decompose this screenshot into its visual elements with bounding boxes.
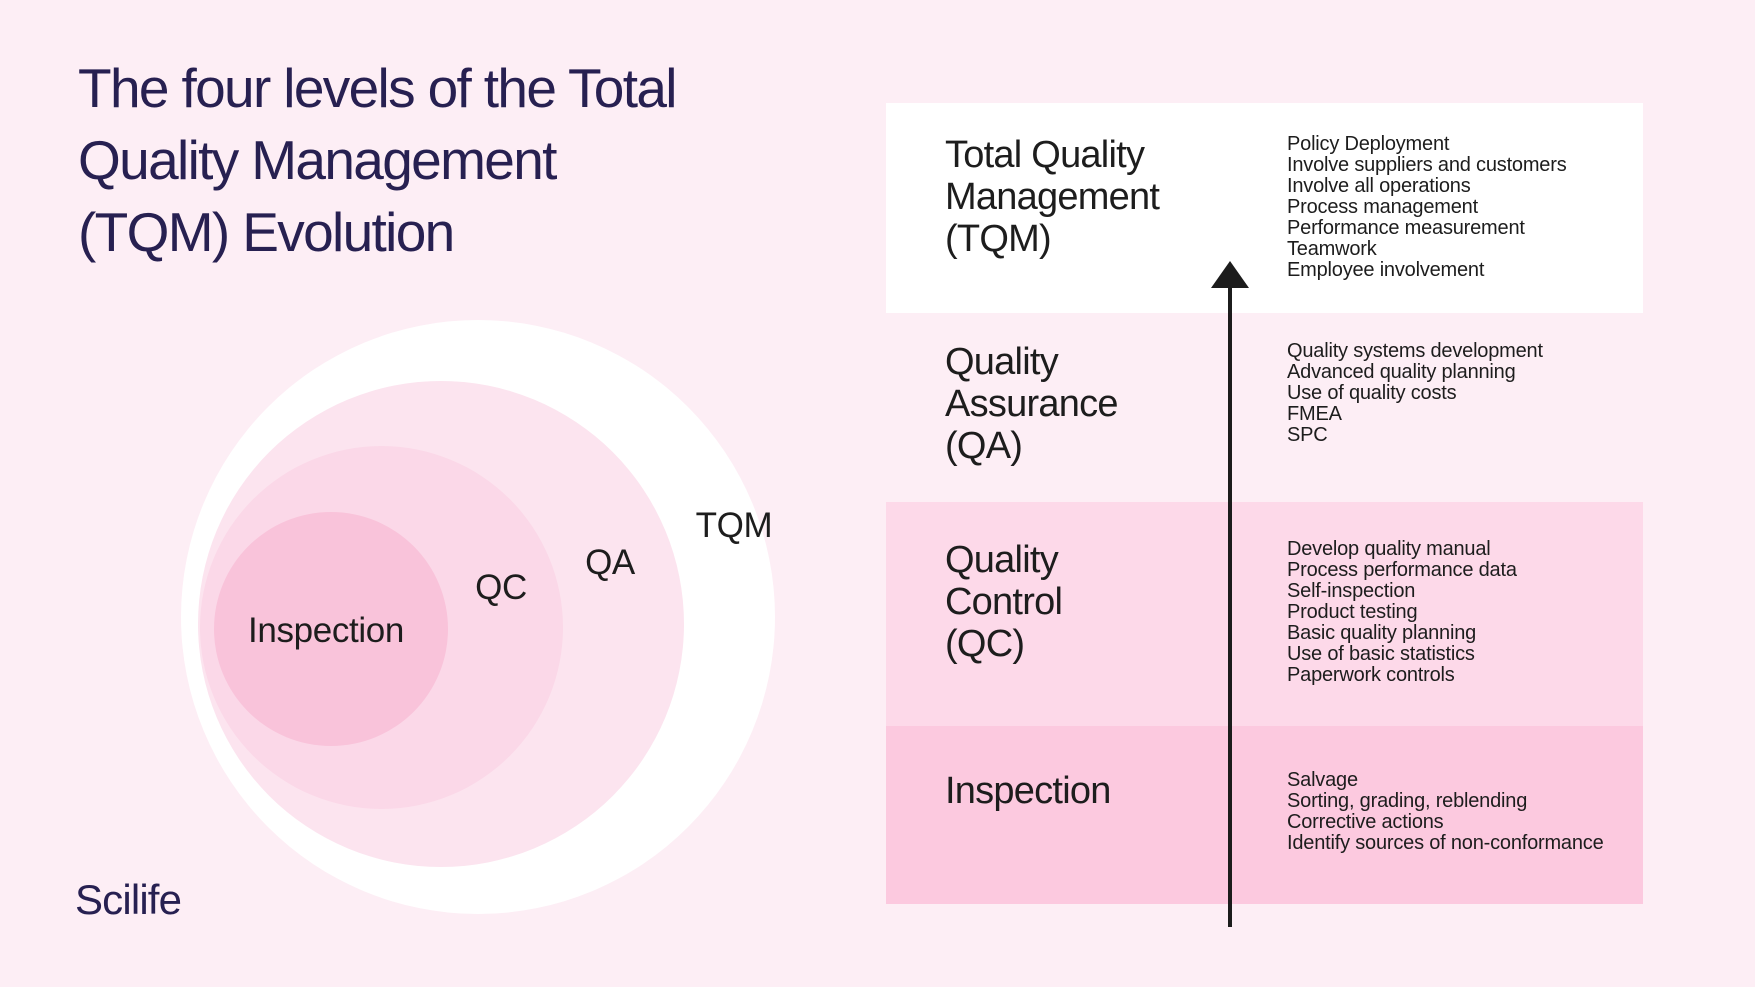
row-item: Process performance data bbox=[1287, 559, 1517, 581]
row-item: Process management bbox=[1287, 196, 1478, 218]
row-item: Paperwork controls bbox=[1287, 664, 1455, 686]
row-title-line: Total Quality bbox=[945, 134, 1145, 176]
row-title-line: Inspection bbox=[945, 770, 1111, 812]
row-item: Product testing bbox=[1287, 601, 1418, 623]
row-title-inspection: Inspection bbox=[886, 770, 1287, 812]
row-title-line: Management bbox=[945, 176, 1160, 218]
row-item: Policy Deployment bbox=[1287, 133, 1450, 155]
row-title-line: (QC) bbox=[945, 623, 1025, 665]
venn-label-qc: QC bbox=[475, 568, 527, 607]
row-item: Advanced quality planning bbox=[1287, 361, 1516, 383]
row-item: Teamwork bbox=[1287, 238, 1377, 260]
row-title-line: Quality bbox=[945, 539, 1059, 581]
row-item: Corrective actions bbox=[1287, 811, 1444, 833]
row-item: Performance measurement bbox=[1287, 217, 1525, 239]
row-title-line: Quality bbox=[945, 341, 1059, 383]
row-item: Use of quality costs bbox=[1287, 382, 1457, 404]
row-title-line: (TQM) bbox=[945, 218, 1052, 260]
row-item: Quality systems development bbox=[1287, 340, 1543, 362]
row-title-line: (QA) bbox=[945, 425, 1023, 467]
venn-label-qa: QA bbox=[585, 543, 635, 582]
row-item: FMEA bbox=[1287, 403, 1342, 425]
venn-label-inspection: Inspection bbox=[247, 611, 405, 650]
row-item: Involve suppliers and customers bbox=[1287, 154, 1567, 176]
row-item: SPC bbox=[1287, 424, 1328, 446]
venn-label-tqm: TQM bbox=[695, 506, 773, 545]
row-item: Basic quality planning bbox=[1287, 622, 1477, 644]
row-item: Self-inspection bbox=[1287, 580, 1416, 602]
row-item: Use of basic statistics bbox=[1287, 643, 1475, 665]
row-title-line: Assurance bbox=[945, 383, 1118, 425]
page-title-line: (TQM) Evolution bbox=[78, 201, 455, 263]
page-title-line: Quality Management bbox=[78, 129, 557, 191]
arrow-up-icon bbox=[1211, 261, 1249, 288]
evolution-arrow-line bbox=[1228, 287, 1232, 927]
row-item: Identify sources of non-conformance bbox=[1287, 832, 1604, 854]
inspection-circle bbox=[214, 512, 448, 746]
row-item: Employee involvement bbox=[1287, 259, 1485, 281]
row-item: Involve all operations bbox=[1287, 175, 1471, 197]
scilife-logo: Scilife bbox=[75, 876, 182, 923]
row-title-line: Control bbox=[945, 581, 1063, 623]
row-item: Develop quality manual bbox=[1287, 538, 1491, 560]
row-item: Sorting, grading, reblending bbox=[1287, 790, 1528, 812]
row-item: Salvage bbox=[1287, 769, 1358, 791]
page-title-line: The four levels of the Total bbox=[78, 57, 678, 119]
